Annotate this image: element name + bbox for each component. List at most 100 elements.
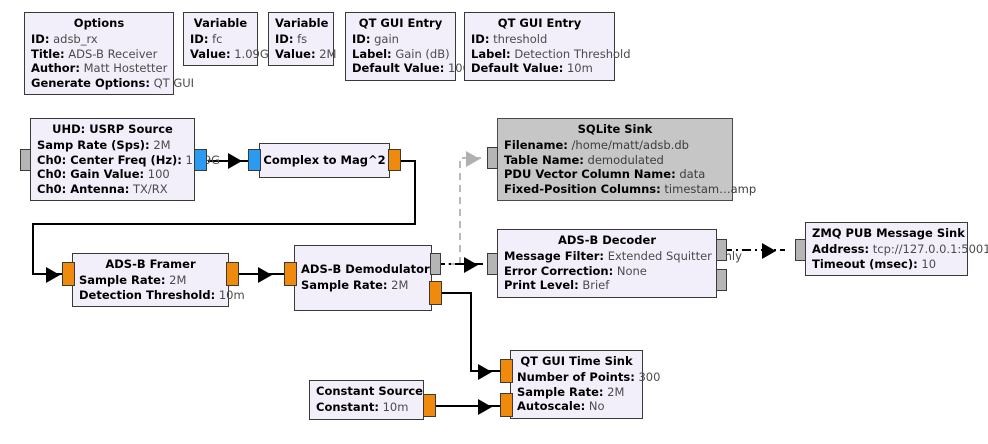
- arrow-framer-to-demod: [258, 267, 272, 283]
- port-decoder-out-msg-1[interactable]: [716, 269, 727, 291]
- block-adsb-framer-val-threshold: 10m: [218, 287, 245, 302]
- port-constant-source-out-float[interactable]: [423, 394, 436, 417]
- port-demodulator-out-float[interactable]: [429, 281, 442, 305]
- block-variable-fc-val-value: 1.09G: [234, 46, 269, 61]
- wire-demod-float-down[interactable]: [470, 292, 472, 372]
- wire-left-down[interactable]: [32, 223, 34, 275]
- block-variable-fc-val-id: fc: [212, 32, 223, 46]
- block-zmq-pub-message-sink-row-timeout: Timeout (msec): 10: [812, 257, 961, 272]
- block-adsb-framer[interactable]: ADS-B Framer Sample Rate: 2M Detection T…: [72, 253, 245, 307]
- block-adsb-decoder-val-errorcorrection: None: [616, 263, 647, 278]
- block-qtgui-entry-threshold-val-default: 10m: [566, 61, 593, 75]
- block-zmq-pub-message-sink-key-timeout: Timeout (msec):: [812, 256, 918, 271]
- port-demodulator-in-float[interactable]: [284, 262, 297, 286]
- block-adsb-decoder-row-printlevel: Print Level: Brief: [504, 278, 710, 293]
- port-timesink-in-float-1[interactable]: [500, 393, 513, 417]
- block-zmq-pub-message-sink-row-address: Address: tcp://127.0.0.1:5001: [812, 242, 988, 257]
- block-sqlite-sink-row-fixedcolumns: Fixed-Position Columns: timestam…amp: [504, 181, 756, 197]
- block-options[interactable]: Options ID: adsb_rx Title: ADS-B Receive…: [24, 12, 194, 95]
- block-variable-fc-row-id: ID: fc: [190, 32, 251, 47]
- block-qtgui-entry-threshold[interactable]: QT GUI Entry ID: threshold Label: Detect…: [464, 12, 631, 81]
- block-usrp-source-val-antenna: TX/RX: [133, 181, 168, 196]
- block-complex-to-mag2[interactable]: Complex to Mag^2: [259, 143, 390, 178]
- block-qtgui-entry-threshold-row-id: ID: threshold: [471, 32, 608, 47]
- block-qtgui-entry-gain[interactable]: QT GUI Entry ID: gain Label: Gain (dB) D…: [345, 12, 470, 81]
- block-variable-fs-row-value: Value: 2M: [275, 47, 336, 62]
- block-usrp-source-title: UHD: USRP Source: [52, 122, 173, 136]
- block-constant-source-title: Constant Source: [316, 384, 423, 398]
- block-options-val-id: adsb_rx: [53, 32, 98, 46]
- block-variable-fs-key-id: ID:: [275, 32, 294, 46]
- block-zmq-pub-message-sink[interactable]: ZMQ PUB Message Sink Address: tcp://127.…: [805, 222, 988, 276]
- wire-mag2-to-left[interactable]: [32, 223, 416, 225]
- block-options-key-id: ID:: [31, 32, 50, 46]
- block-adsb-decoder-row-messagefilter: Message Filter: Extended Squitter Only: [504, 249, 742, 264]
- block-variable-fs[interactable]: Variable ID: fs Value: 2M: [268, 12, 336, 66]
- block-adsb-demodulator-row-samplerate: Sample Rate: 2M: [301, 278, 425, 293]
- block-variable-fc[interactable]: Variable ID: fc Value: 1.09G: [183, 12, 269, 66]
- port-demodulator-out-msg[interactable]: [430, 253, 441, 275]
- block-options-row-generate: Generate Options: QT GUI: [31, 75, 194, 91]
- block-variable-fc-title: Variable: [193, 16, 248, 30]
- port-framer-out-float[interactable]: [226, 262, 239, 286]
- wire-mag2-out[interactable]: [398, 160, 416, 162]
- arrow-usrp-to-mag2: [228, 153, 242, 169]
- block-options-row-title: Title: ADS-B Receiver: [31, 47, 167, 62]
- block-sqlite-sink-title: SQLite Sink: [577, 122, 653, 136]
- block-sqlite-sink-key-fixedcolumns: Fixed-Position Columns:: [504, 181, 661, 196]
- arrow-decoder-to-zmq: [762, 243, 776, 259]
- block-sqlite-sink-row-pducolumn: PDU Vector Column Name: data: [504, 167, 726, 182]
- port-timesink-in-float-0[interactable]: [500, 359, 513, 383]
- block-sqlite-sink-key-filename: Filename:: [504, 138, 568, 152]
- port-framer-in-float[interactable]: [62, 262, 75, 286]
- block-complex-to-mag2-title: Complex to Mag^2: [263, 152, 386, 167]
- block-sqlite-sink-val-filename: /home/matt/adsb.db: [571, 138, 689, 152]
- arrow-to-timesink-top: [478, 364, 492, 380]
- block-adsb-decoder-key-errorcorrection: Error Correction:: [504, 263, 614, 278]
- block-adsb-framer-key-samplerate: Sample Rate:: [79, 273, 166, 287]
- port-mag2-out-float[interactable]: [388, 149, 401, 171]
- wire-mag2-down[interactable]: [414, 160, 416, 225]
- block-zmq-pub-message-sink-val-timeout: 10: [921, 256, 937, 271]
- port-mag2-in-complex[interactable]: [248, 149, 261, 171]
- block-qtgui-entry-threshold-key-id: ID:: [471, 32, 490, 46]
- block-options-key-title: Title:: [31, 46, 65, 61]
- block-adsb-decoder-val-messagefilter: Extended Squitter Only: [607, 249, 742, 263]
- block-qtgui-entry-threshold-val-label: Detection Threshold: [514, 46, 631, 61]
- port-decoder-out-msg-0[interactable]: [716, 239, 727, 261]
- block-variable-fs-title: Variable: [275, 16, 329, 30]
- block-usrp-source-key-gain: Ch0: Gain Value:: [37, 167, 145, 181]
- block-sqlite-sink-val-fixedcolumns: timestam…amp: [664, 181, 757, 196]
- block-qtgui-time-sink-row-autoscale: Autoscale: No: [517, 399, 636, 414]
- block-qtgui-entry-gain-key-id: ID:: [352, 32, 371, 46]
- block-adsb-decoder-row-errorcorrection: Error Correction: None: [504, 264, 710, 279]
- block-usrp-source-row-centerfreq: Ch0: Center Freq (Hz): 1.09G: [37, 153, 220, 168]
- block-usrp-source[interactable]: UHD: USRP Source Samp Rate (Sps): 2M Ch0…: [30, 118, 220, 201]
- wire-constant-to-timesink[interactable]: [432, 405, 500, 407]
- block-qtgui-time-sink-title: QT GUI Time Sink: [520, 354, 633, 368]
- port-usrp-source-msg-in[interactable]: [20, 149, 31, 171]
- block-qtgui-entry-gain-row-id: ID: gain: [352, 32, 449, 47]
- block-adsb-framer-title: ADS-B Framer: [105, 257, 196, 271]
- port-sqlite-sink-msg-in[interactable]: [487, 147, 498, 169]
- block-constant-source[interactable]: Constant Source Constant: 10m: [309, 380, 424, 420]
- block-qtgui-time-sink-row-numpoints: Number of Points: 300: [517, 370, 660, 385]
- block-qtgui-entry-gain-val-id: gain: [374, 32, 399, 46]
- block-constant-source-row-constant: Constant: 10m: [316, 400, 417, 415]
- arrow-to-timesink-bottom: [478, 399, 492, 415]
- port-usrp-source-out-complex[interactable]: [194, 149, 207, 171]
- wire-demod-float-out[interactable]: [436, 292, 472, 294]
- block-adsb-demodulator[interactable]: ADS-B Demodulator Sample Rate: 2M: [294, 245, 432, 311]
- block-sqlite-sink[interactable]: SQLite Sink Filename: /home/matt/adsb.db…: [497, 118, 756, 201]
- block-qtgui-time-sink-key-numpoints: Number of Points:: [517, 370, 635, 384]
- block-adsb-decoder[interactable]: ADS-B Decoder Message Filter: Extended S…: [497, 229, 742, 298]
- block-qtgui-entry-threshold-title: QT GUI Entry: [497, 16, 582, 30]
- block-adsb-decoder-val-printlevel: Brief: [582, 278, 610, 292]
- port-zmq-pub-message-sink-in-msg[interactable]: [795, 239, 806, 261]
- block-qtgui-time-sink[interactable]: QT GUI Time Sink Number of Points: 300 S…: [510, 350, 660, 419]
- port-decoder-in-msg[interactable]: [487, 253, 498, 275]
- block-usrp-source-val-samprate: 2M: [153, 138, 171, 152]
- block-options-key-generate: Generate Options:: [31, 75, 150, 90]
- block-adsb-framer-key-threshold: Detection Threshold:: [79, 287, 216, 302]
